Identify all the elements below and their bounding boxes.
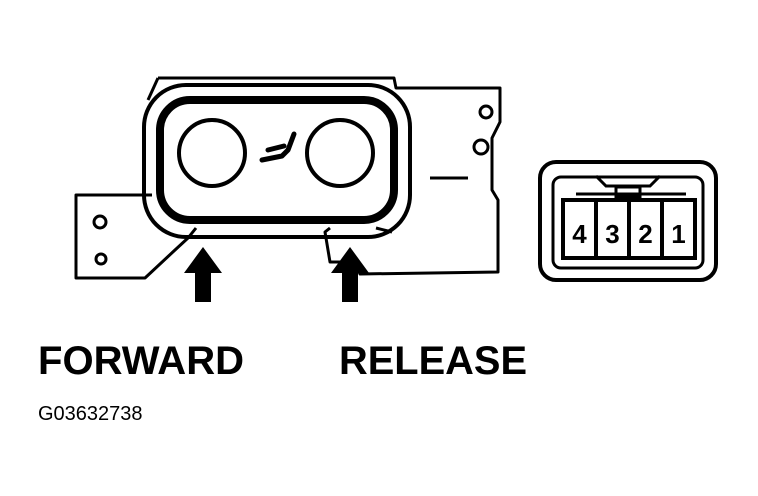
mounting-hole — [94, 252, 108, 266]
connector-pin-number: 4 — [572, 219, 587, 249]
switch-housing — [142, 83, 412, 239]
mounting-hole — [472, 138, 490, 156]
seat-icon — [259, 131, 297, 163]
connector-pin-number: 1 — [671, 219, 685, 249]
mounting-hole — [478, 104, 494, 120]
mounting-hole — [92, 214, 108, 230]
connector-pin-number: 2 — [638, 219, 652, 249]
electrical-connector — [538, 160, 718, 282]
forward-label: FORWARD — [38, 339, 244, 383]
release-label: RELEASE — [339, 339, 527, 383]
connector-pin-number: 3 — [605, 219, 619, 249]
switch-bracket — [74, 76, 502, 280]
release-arrow-icon — [331, 247, 369, 302]
release-button[interactable] — [305, 118, 375, 188]
forward-button[interactable] — [177, 118, 247, 188]
figure-id: G03632738 — [38, 403, 143, 425]
forward-arrow-icon — [184, 247, 222, 302]
mounting-holes — [92, 104, 494, 266]
